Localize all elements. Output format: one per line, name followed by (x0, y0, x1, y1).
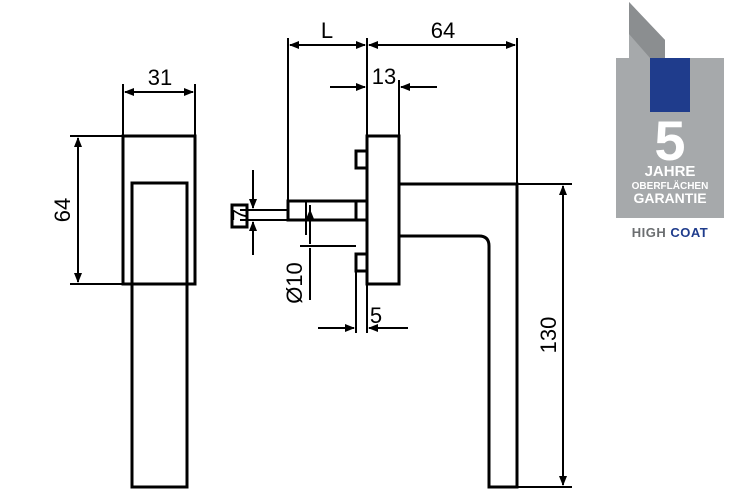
side-handle-lever (399, 182, 519, 489)
dimension-64-top-label: 64 (431, 18, 455, 43)
stud-top (354, 149, 369, 170)
dimension-64-left: 64 (50, 135, 123, 285)
dimension-130: 130 (517, 183, 572, 488)
spindle-end (230, 203, 249, 229)
badge-number: 5 (654, 109, 685, 172)
badge-label: HIGH COAT (632, 225, 709, 240)
front-rosette (121, 134, 197, 286)
dimension-L: L (287, 18, 368, 201)
badge-line1: JAHRE (645, 163, 696, 180)
front-handle-lever (130, 181, 189, 489)
stud-bottom (354, 252, 369, 273)
spindle (286, 199, 358, 222)
dimension-13-label: 13 (372, 64, 396, 89)
guarantee-badge: 5 JAHRE OBERFLÄCHEN GARANTIE HIGH COAT (616, 2, 724, 240)
badge-line3: GARANTIE (633, 190, 706, 206)
side-rosette-plate (365, 134, 401, 286)
badge-label-high: HIGH (632, 225, 667, 240)
dimension-64-left-label: 64 (50, 198, 75, 222)
dimension-5: 5 (318, 271, 408, 333)
dimension-7: 7 (228, 170, 275, 255)
dimension-130-label: 130 (536, 317, 561, 354)
dimension-5-label: 5 (370, 303, 382, 328)
stud-middle (354, 199, 369, 222)
dimension-7-label: 7 (228, 209, 253, 221)
badge-label-coat: COAT (670, 225, 708, 240)
dimension-13: 13 (330, 64, 437, 136)
dimension-L-label: L (321, 18, 333, 43)
dimension-64-top: 64 (368, 18, 518, 184)
dimension-diameter-10-label: Ø10 (282, 262, 307, 304)
badge-number-block (650, 58, 690, 112)
dimension-31: 31 (122, 65, 196, 136)
badge-line2: OBERFLÄCHEN (632, 179, 709, 192)
front-view (121, 134, 197, 489)
dimension-31-label: 31 (148, 65, 172, 90)
dimension-diameter-10: Ø10 (282, 205, 356, 304)
